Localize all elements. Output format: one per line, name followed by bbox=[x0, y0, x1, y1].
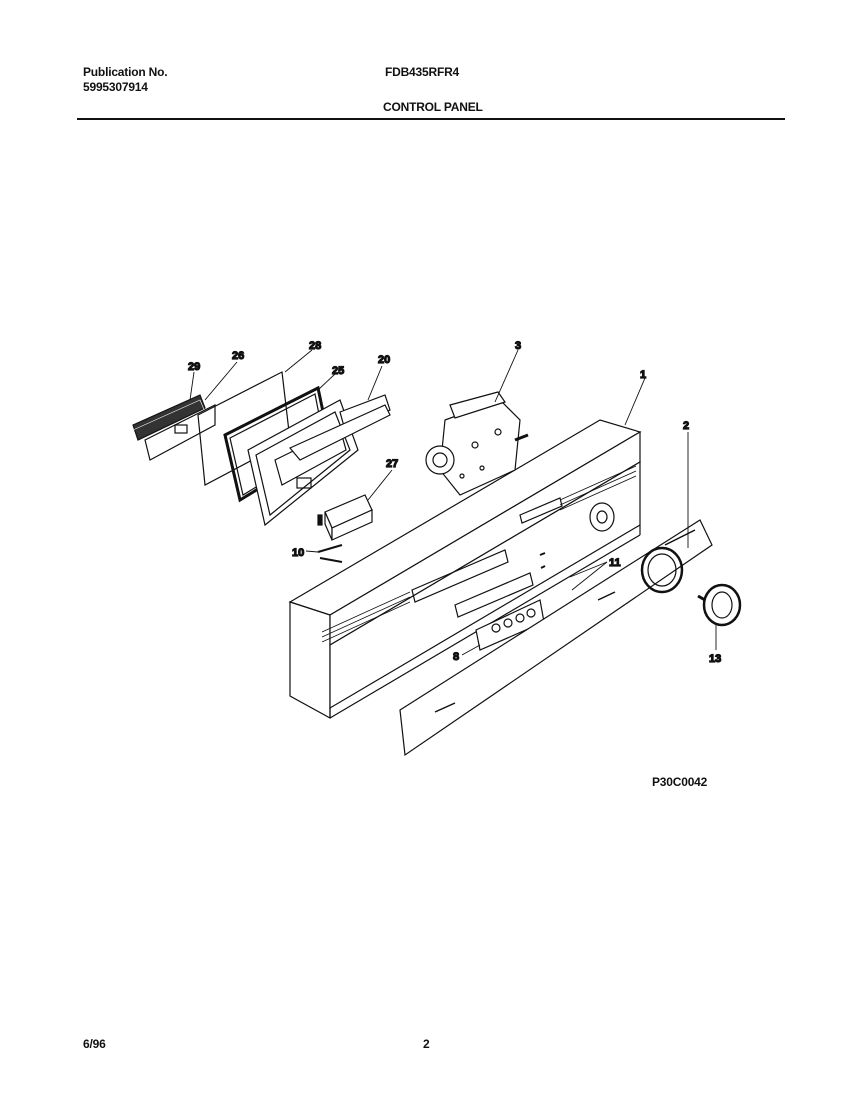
callout-28: 28 bbox=[309, 340, 321, 352]
control-panel-overlay bbox=[399, 519, 713, 757]
page-number: 2 bbox=[423, 1037, 430, 1051]
dispenser-actuator bbox=[317, 494, 373, 541]
callout-27: 27 bbox=[386, 458, 398, 470]
callout-1: 1 bbox=[640, 369, 646, 381]
footer-date: 6/96 bbox=[83, 1037, 106, 1051]
timer-knob bbox=[697, 583, 742, 627]
callout-8: 8 bbox=[453, 651, 459, 663]
callout-26: 26 bbox=[232, 350, 244, 362]
callout-2: 2 bbox=[683, 420, 689, 432]
dial-ring bbox=[640, 546, 684, 594]
dispenser-cover bbox=[289, 394, 391, 461]
callout-13: 13 bbox=[709, 653, 721, 665]
publication-label: Publication No. bbox=[83, 65, 168, 79]
mounting-screws bbox=[317, 544, 343, 563]
callout-25: 25 bbox=[332, 365, 344, 377]
callout-11: 11 bbox=[609, 557, 621, 569]
dispenser-bracket bbox=[132, 394, 216, 461]
model-number: FDB435RFR4 bbox=[385, 65, 460, 79]
callout-10: 10 bbox=[292, 547, 304, 559]
callout-20: 20 bbox=[378, 354, 390, 366]
callout-3: 3 bbox=[515, 340, 521, 352]
timer-assembly bbox=[425, 391, 529, 496]
control-panel-console bbox=[288, 419, 642, 720]
publication-number: 5995307914 bbox=[83, 80, 148, 94]
section-title: CONTROL PANEL bbox=[383, 100, 483, 114]
callout-29: 29 bbox=[188, 361, 200, 373]
header-rule bbox=[77, 118, 785, 120]
figure-code: P30C0042 bbox=[652, 775, 708, 789]
leader-lines bbox=[189, 349, 717, 656]
